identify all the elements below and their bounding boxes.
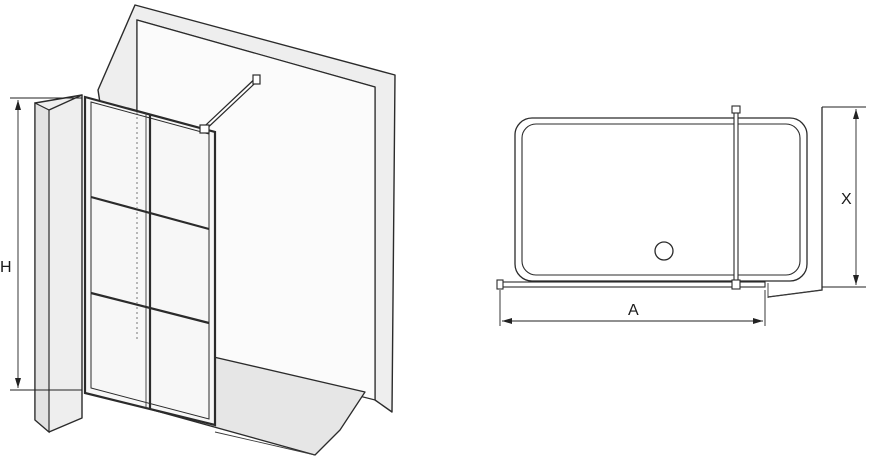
plan-glass-panel: [499, 281, 766, 288]
height-label: H: [0, 259, 12, 276]
support-arm-mount: [252, 74, 261, 85]
shower-tray-inner: [521, 123, 801, 276]
plan-support-mount: [731, 105, 741, 114]
panel-frame-inner: [90, 101, 210, 420]
support-arm-clamp: [199, 124, 210, 134]
mullion-horizontal-1: [90, 195, 210, 231]
plan-support-clamp: [731, 279, 741, 290]
depth-dimension: [822, 106, 866, 288]
plan-wall: [767, 107, 823, 298]
panel-frame: [83, 95, 217, 427]
side-wall-front: [34, 102, 50, 434]
width-dimension: [499, 290, 766, 326]
width-label: A: [628, 302, 639, 319]
plan-wall-profile: [496, 279, 504, 290]
drain-circle: [654, 241, 674, 261]
shower-tray-outer: [514, 117, 808, 282]
isometric-view: H: [0, 4, 396, 456]
height-dimension: [10, 97, 82, 391]
depth-label: X: [841, 191, 852, 208]
plan-support-bar: [733, 109, 739, 287]
plan-view: A X: [496, 105, 866, 326]
mullion-horizontal-2: [90, 291, 210, 325]
